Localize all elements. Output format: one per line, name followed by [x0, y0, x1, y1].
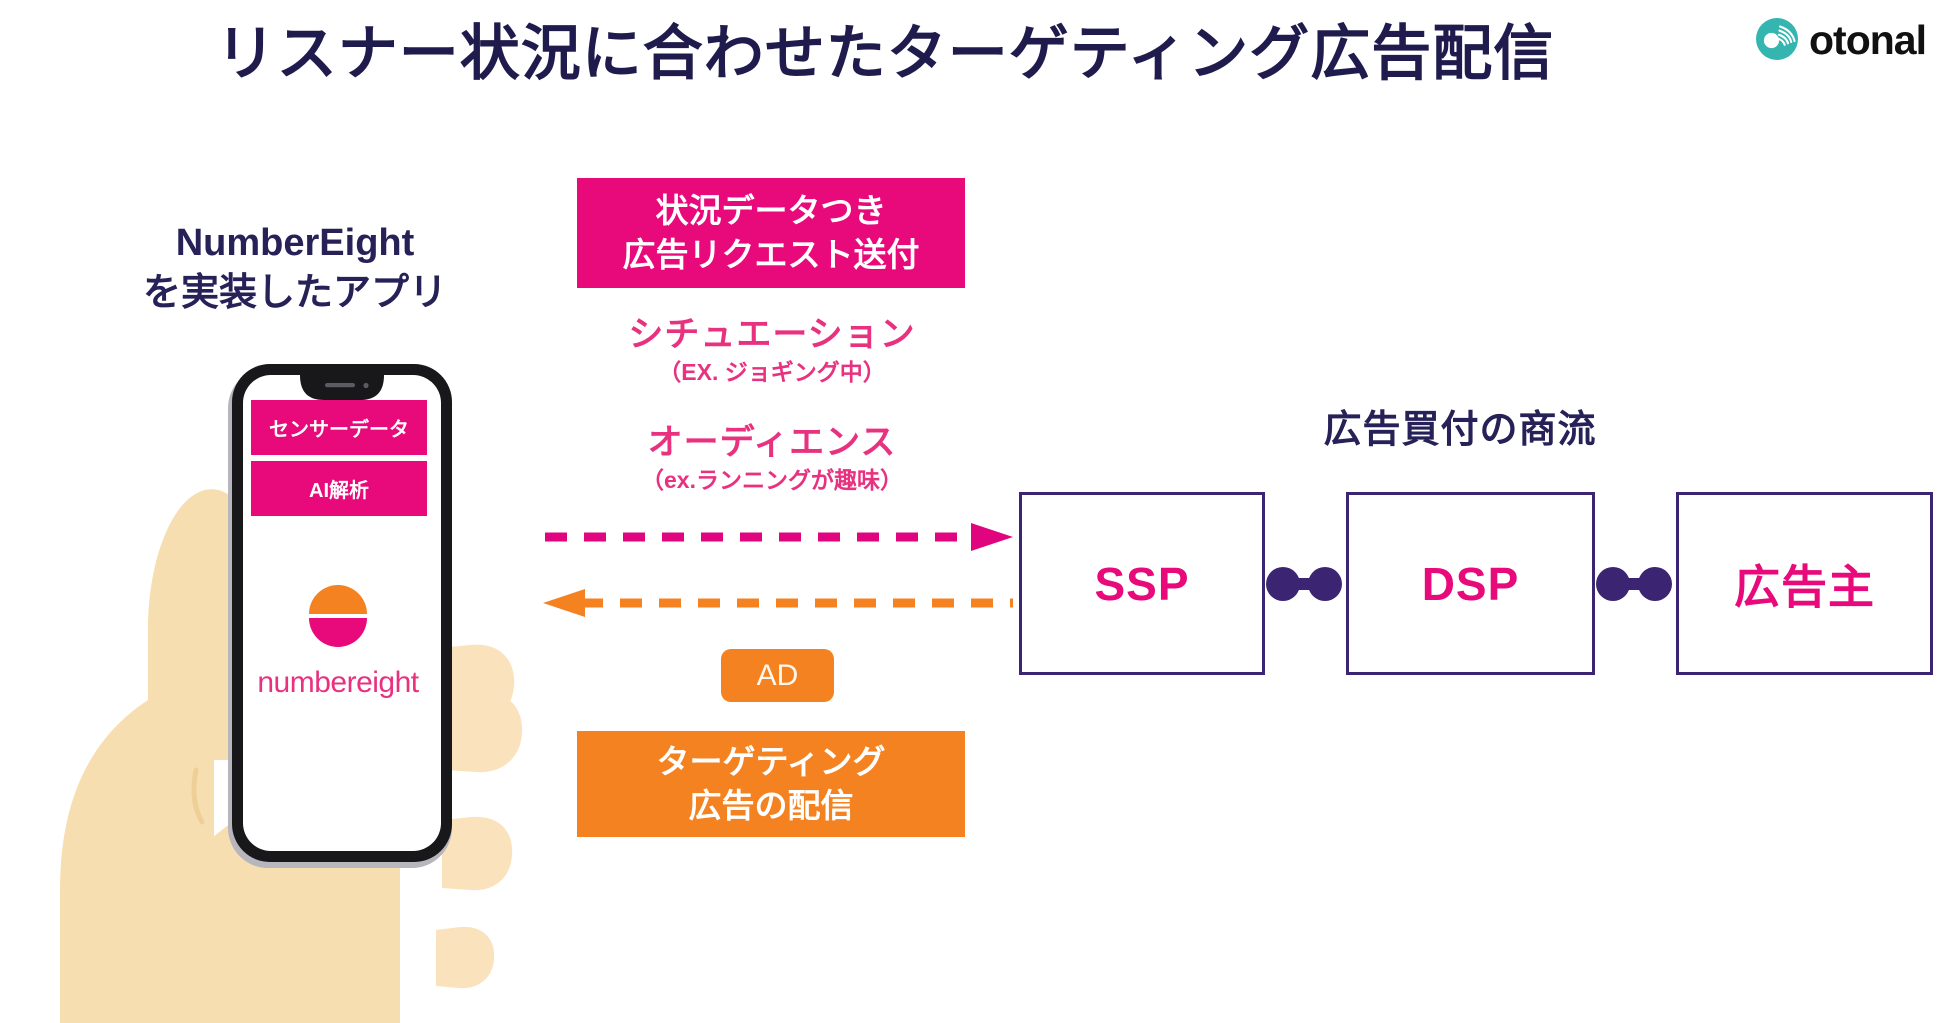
- phone-notch: [300, 375, 384, 400]
- audience-block: オーディエンス （ex.ランニングが趣味）: [537, 423, 1007, 495]
- request-banner: 状況データつき 広告リクエスト送付: [577, 178, 965, 288]
- delivery-banner: ターゲティング 広告の配信: [577, 731, 965, 837]
- situation-title: シチュエーション: [628, 315, 916, 354]
- flow-box-advertiser: 広告主: [1676, 492, 1933, 675]
- app-label-line1: NumberEight: [175, 222, 415, 264]
- situation-example: （EX. ジョギング中）: [658, 359, 886, 386]
- phone-bar-ai-analysis: AI解析: [251, 461, 427, 516]
- otonal-disc-icon: [1755, 17, 1799, 61]
- flow-box-dsp: DSP: [1346, 492, 1595, 675]
- brand-logo: otonal: [1755, 16, 1927, 63]
- request-banner-line2: 広告リクエスト送付: [622, 236, 920, 273]
- numbereight-halfcircles-icon: [301, 578, 375, 652]
- phone-speaker-grille: [325, 383, 355, 388]
- page-title: リスナー状況に合わせたターゲティング広告配信: [215, 20, 1555, 87]
- request-banner-line1: 状況データつき: [655, 192, 887, 230]
- flow-heading: 広告買付の商流: [1323, 409, 1597, 451]
- dumbbell-connector-icon: [1264, 565, 1344, 603]
- dashed-arrow-right-icon: [543, 522, 1013, 552]
- audience-example: （ex.ランニングが趣味）: [641, 467, 903, 494]
- phone-camera-dot: [363, 382, 369, 389]
- flow-box-ssp: SSP: [1019, 492, 1265, 675]
- dashed-arrow-left-icon: [543, 588, 1013, 618]
- delivery-banner-line1: ターゲティング: [656, 743, 886, 781]
- delivery-banner-line2: 広告の配信: [688, 787, 854, 824]
- situation-block: シチュエーション （EX. ジョギング中）: [537, 315, 1007, 387]
- dumbbell-connector-icon: [1594, 565, 1674, 603]
- audience-title: オーディエンス: [647, 423, 897, 462]
- brand-wordmark: otonal: [1809, 16, 1927, 63]
- app-label-line2: を実装したアプリ: [142, 272, 447, 315]
- ad-badge: AD: [721, 649, 834, 702]
- hand-shape: [60, 489, 523, 1023]
- app-label: NumberEight を実装したアプリ: [60, 218, 530, 318]
- numbereight-wordmark: numbereight: [257, 666, 419, 699]
- phone-bar-sensor-data: センサーデータ: [251, 400, 427, 455]
